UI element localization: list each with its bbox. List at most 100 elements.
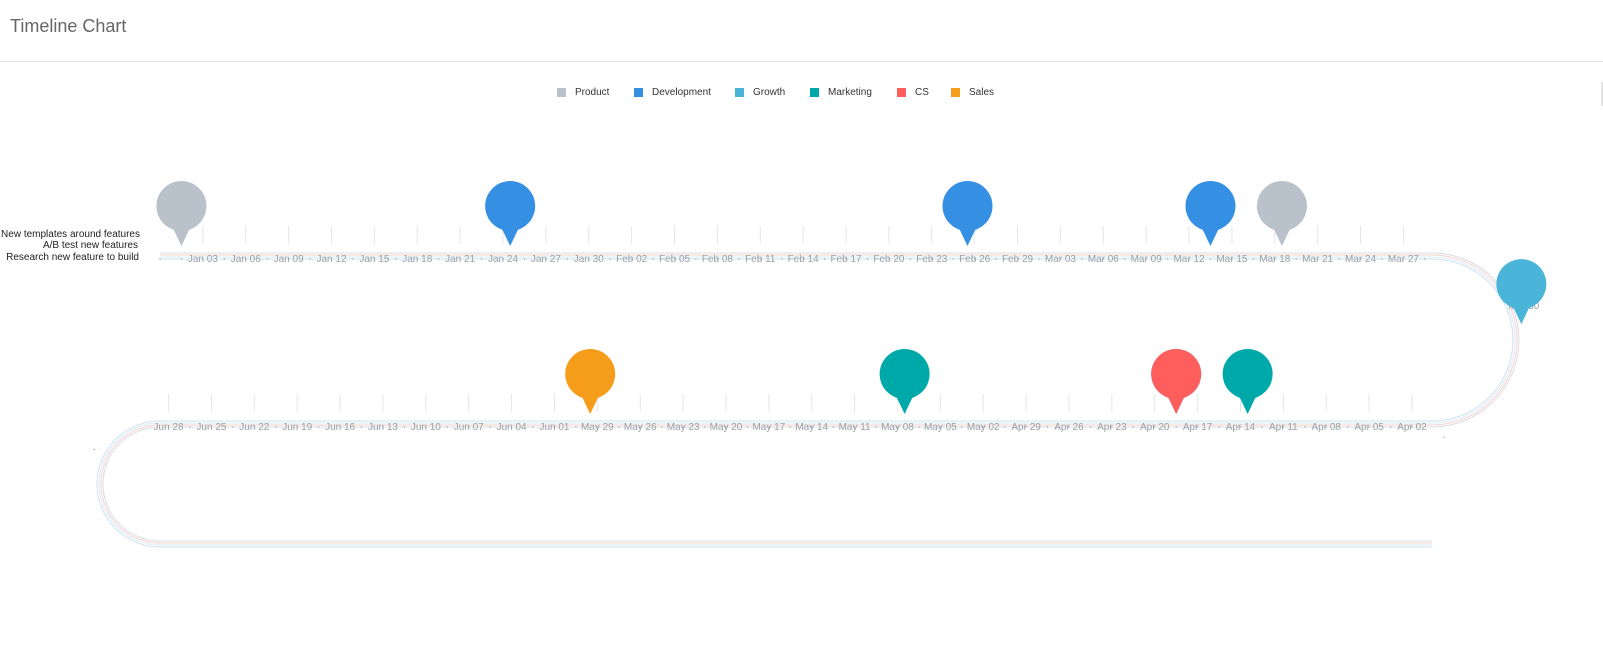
track-dot xyxy=(180,258,183,260)
track-dot xyxy=(811,426,813,428)
track-dot xyxy=(523,258,526,260)
legend-item-product[interactable]: Product xyxy=(557,84,609,100)
track-dot xyxy=(639,426,641,428)
track-dot xyxy=(725,426,727,428)
track-dot xyxy=(1389,426,1392,428)
track-dot xyxy=(339,426,341,428)
legend-item-cs[interactable]: CS xyxy=(897,84,929,100)
legend-item-development[interactable]: Development xyxy=(634,84,711,100)
milestone-pin-head xyxy=(1151,349,1202,399)
track-dot xyxy=(1145,258,1147,260)
milestone-marketing-6[interactable] xyxy=(1222,349,1273,414)
milestone-pin-head xyxy=(156,181,207,231)
milestone-pin-head xyxy=(1222,349,1273,399)
milestone-product-4[interactable] xyxy=(1256,181,1307,246)
track-dot xyxy=(245,258,247,260)
legend-label-cs: CS xyxy=(915,86,929,98)
track-dot xyxy=(1188,258,1190,260)
track-dot xyxy=(952,258,954,260)
track-dot xyxy=(1282,426,1285,428)
milestone-product-0[interactable] xyxy=(156,181,207,246)
track-dot xyxy=(1046,426,1049,428)
track-dot xyxy=(789,426,791,428)
track-dot xyxy=(596,426,599,428)
legend-item-sales[interactable]: Sales xyxy=(951,84,994,100)
track-dot xyxy=(1338,258,1340,260)
track-dot xyxy=(1059,258,1062,260)
track-dot xyxy=(1274,258,1276,260)
track-dot xyxy=(630,258,633,260)
track-dot xyxy=(609,258,611,260)
track-dot xyxy=(1166,258,1169,260)
milestone-pin-head xyxy=(942,181,993,231)
milestone-development-1[interactable] xyxy=(485,181,536,246)
legend-swatch-cs xyxy=(897,87,906,97)
track-dot xyxy=(1368,426,1370,428)
track-dot xyxy=(823,258,826,260)
milestone-marketing-9[interactable] xyxy=(879,349,930,414)
scrollbar-handle[interactable] xyxy=(1601,82,1603,106)
track-dot xyxy=(459,258,461,260)
track-dot xyxy=(888,258,890,260)
milestone-pin-head xyxy=(1256,181,1307,231)
milestone-pin-head xyxy=(1496,259,1547,310)
track-dot xyxy=(1325,426,1327,428)
track-dot xyxy=(588,258,590,260)
track-dot xyxy=(360,426,363,428)
track-dot xyxy=(403,426,406,428)
track-dot xyxy=(918,426,920,428)
legend-swatch-development xyxy=(634,87,643,97)
track-dot xyxy=(317,426,320,428)
legend-label-sales: Sales xyxy=(969,86,995,98)
track-dot xyxy=(652,258,654,260)
track-dot xyxy=(995,258,997,260)
chart-title: Timeline Chart xyxy=(10,16,127,36)
track-dot xyxy=(738,258,740,260)
legend-item-growth[interactable]: Growth xyxy=(735,84,785,100)
track-dot xyxy=(167,426,170,428)
track-dot xyxy=(425,426,427,428)
track-dot xyxy=(545,258,547,260)
milestone-pin-head xyxy=(1185,181,1236,231)
track-dot xyxy=(845,258,847,260)
track-dot xyxy=(746,426,749,428)
milestone-growth-5[interactable] xyxy=(1496,259,1547,325)
track-dot xyxy=(673,258,676,260)
track-dot xyxy=(1411,426,1413,428)
track-dot xyxy=(275,426,277,428)
track-dot xyxy=(716,258,719,260)
track-dot xyxy=(1038,258,1040,260)
category-label-research: Research new feature to build xyxy=(6,252,139,263)
timeline-axis xyxy=(96,226,1520,548)
track-dot xyxy=(939,426,942,428)
track-dot xyxy=(703,426,706,428)
track-dot xyxy=(1102,258,1104,260)
track-dot xyxy=(566,258,569,260)
track-dot xyxy=(1218,426,1220,428)
track-dot xyxy=(961,426,963,428)
track-dot xyxy=(1209,258,1212,260)
track-dot xyxy=(866,258,869,260)
track-dot xyxy=(1196,426,1199,428)
legend-item-marketing[interactable]: Marketing xyxy=(810,84,872,100)
milestone-markers xyxy=(156,181,1547,414)
track-dot xyxy=(1175,426,1177,428)
milestone-development-3[interactable] xyxy=(1185,181,1236,246)
track-dot xyxy=(1295,258,1297,260)
milestone-sales-10[interactable] xyxy=(565,349,616,414)
milestone-development-2[interactable] xyxy=(942,181,993,246)
track-dot xyxy=(1359,258,1362,260)
track-dot xyxy=(382,426,384,428)
track-dot xyxy=(931,258,933,260)
track-dot xyxy=(510,426,513,428)
track-dot xyxy=(210,426,213,428)
legend-swatch-marketing xyxy=(810,87,819,97)
axis-strand xyxy=(98,256,1516,546)
track-dot xyxy=(759,258,761,260)
track-dot xyxy=(575,426,577,428)
milestone-cs-8[interactable] xyxy=(1151,349,1202,414)
axis-strand xyxy=(102,252,1520,542)
track-dot xyxy=(159,258,161,260)
track-dot xyxy=(1068,426,1070,428)
